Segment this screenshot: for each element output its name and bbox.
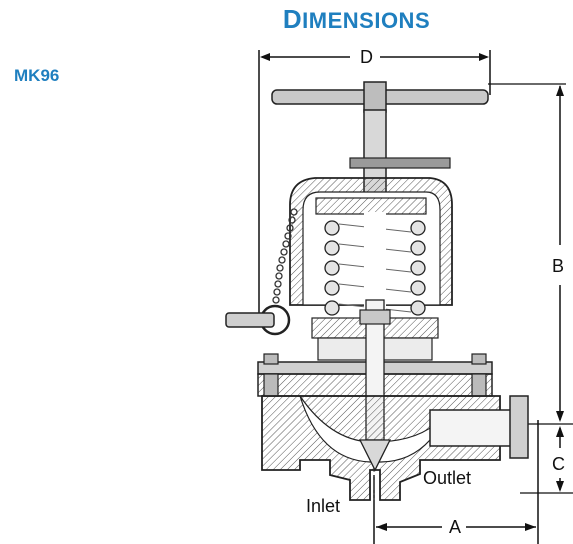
spring-button-top <box>315 197 427 215</box>
spring <box>324 220 426 316</box>
dim-c-arrow-top <box>556 426 564 437</box>
stem-nut <box>359 309 391 325</box>
bolts <box>263 353 487 397</box>
page-title: DIMENSIONS <box>282 4 431 34</box>
outlet-ferrule <box>509 395 529 459</box>
dimension-c-label: C <box>552 453 565 475</box>
t-handle-hub <box>363 81 387 113</box>
dim-d-arrow-right <box>479 53 489 61</box>
dim-a-arrow-left <box>376 523 387 531</box>
dimension-d-label: D <box>357 48 376 66</box>
lock-nut <box>349 157 451 169</box>
side-pin <box>225 312 275 328</box>
dim-a-arrow-right <box>525 523 536 531</box>
dimension-b-label: B <box>552 255 565 277</box>
dimension-a-label: A <box>446 518 465 536</box>
dim-c-arrow-bottom <box>556 481 564 492</box>
security-chain <box>272 208 298 304</box>
outlet-pipe <box>429 409 513 447</box>
dim-d-arrow-left <box>260 53 270 61</box>
outlet-label: Outlet <box>421 468 474 488</box>
model-name: MK96 <box>14 66 60 85</box>
inlet-label: Inlet <box>304 496 343 516</box>
dim-b-arrow-bottom <box>556 411 564 422</box>
dim-b-arrow-top <box>556 85 564 96</box>
valve-plug <box>358 439 392 472</box>
